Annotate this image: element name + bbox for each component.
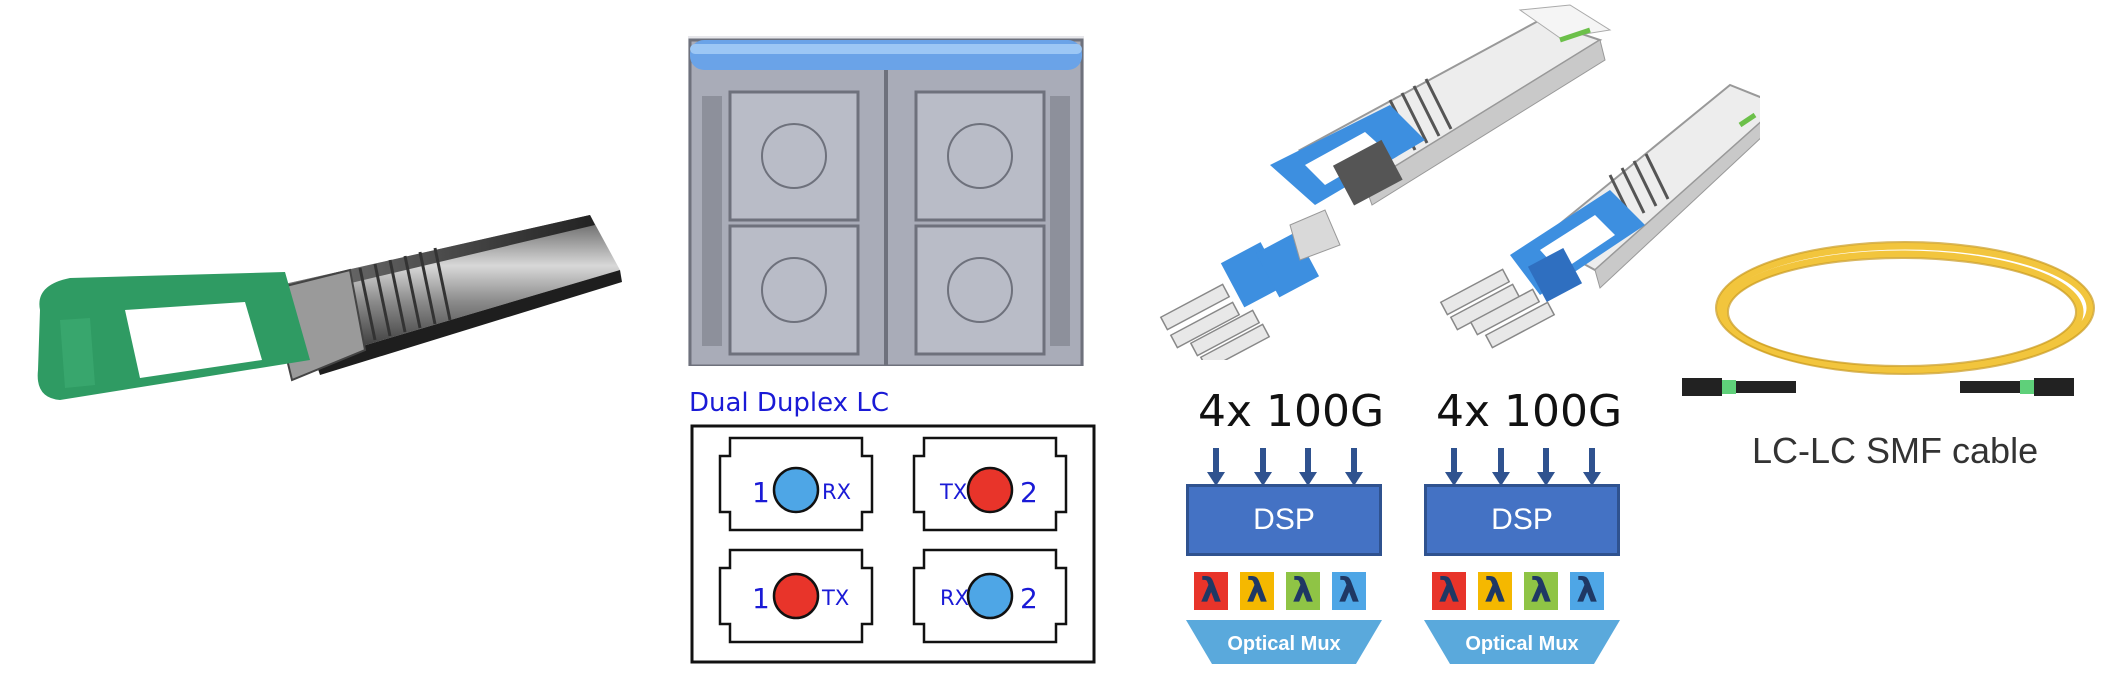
lambda-row-2: λ λ λ λ bbox=[1424, 570, 1620, 612]
lambda-blue-1: λ bbox=[1330, 570, 1368, 612]
lambda-green-1: λ bbox=[1284, 570, 1322, 612]
cable-connector-left bbox=[1682, 378, 1796, 396]
port-tl-num: 1 bbox=[752, 476, 770, 509]
duplex-title: Dual Duplex LC bbox=[689, 388, 889, 418]
lambda-red-1: λ bbox=[1192, 570, 1230, 612]
port-tl-role: RX bbox=[822, 480, 851, 504]
dsp-unit-2: 4x 100G DSP λ λ λ λ Optical Mux bbox=[1424, 386, 1623, 670]
lambda-red-2: λ bbox=[1430, 570, 1468, 612]
blue-latch-modules-image bbox=[1159, 4, 1760, 360]
port-top-left: 1 RX bbox=[718, 436, 874, 532]
green-transceiver-image bbox=[37, 215, 622, 400]
input-arrows-2 bbox=[1445, 448, 1601, 486]
lambda-yellow-1: λ bbox=[1238, 570, 1276, 612]
port-tr-role: TX bbox=[939, 480, 967, 504]
port-bottom-left: 1 TX bbox=[718, 548, 874, 644]
port-br-circle bbox=[966, 572, 1014, 620]
lambda-green-2: λ bbox=[1522, 570, 1560, 612]
mux-label-1: Optical Mux bbox=[1227, 633, 1340, 655]
dsp-block-2: DSP bbox=[1424, 484, 1620, 556]
duplex-diagram: 1 RX TX 2 1 TX RX 2 bbox=[690, 424, 1096, 664]
dsp-block-1: DSP bbox=[1186, 484, 1382, 556]
mux-label-2: Optical Mux bbox=[1465, 633, 1578, 655]
input-arrows-1 bbox=[1207, 448, 1363, 486]
optical-mux-1: Optical Mux bbox=[1186, 620, 1382, 664]
port-br-role: RX bbox=[940, 586, 969, 610]
port-br-num: 2 bbox=[1020, 582, 1038, 615]
cable-label: LC-LC SMF cable bbox=[1752, 430, 2039, 471]
smf-cable-image bbox=[1682, 241, 2095, 396]
port-bl-circle bbox=[772, 572, 820, 620]
port-tr-circle bbox=[966, 466, 1014, 514]
lambda-row-1: λ λ λ λ bbox=[1186, 570, 1382, 612]
lc-connector-face-image bbox=[688, 36, 1084, 366]
port-bl-role: TX bbox=[821, 586, 849, 610]
port-tr-num: 2 bbox=[1020, 476, 1038, 509]
port-top-right: TX 2 bbox=[912, 436, 1068, 532]
port-bl-num: 1 bbox=[752, 582, 770, 615]
cable-connector-right bbox=[1960, 378, 2074, 396]
dsp-unit-1: 4x 100G DSP λ λ λ λ Optical Mux bbox=[1186, 386, 1385, 670]
rate-title-1: 4x 100G bbox=[1198, 386, 1385, 437]
optical-mux-2: Optical Mux bbox=[1424, 620, 1620, 664]
rate-title-2: 4x 100G bbox=[1436, 386, 1623, 437]
port-tl-circle bbox=[772, 466, 820, 514]
port-bottom-right: RX 2 bbox=[912, 548, 1068, 644]
lambda-yellow-2: λ bbox=[1476, 570, 1514, 612]
lambda-blue-2: λ bbox=[1568, 570, 1606, 612]
